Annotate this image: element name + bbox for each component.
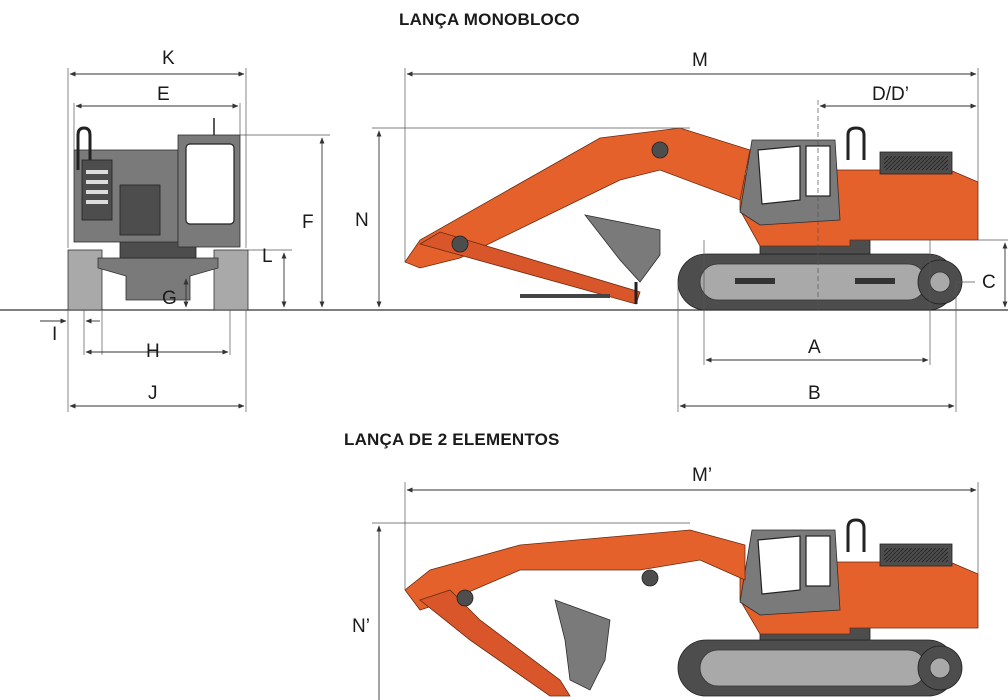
side-view-monobloc-excavator	[404, 126, 979, 311]
side-view-two-piece-excavator	[404, 518, 979, 697]
label-A: A	[808, 337, 821, 358]
label-K: K	[162, 48, 175, 69]
label-L: L	[262, 246, 273, 267]
label-F: F	[302, 212, 314, 233]
front-view-dimensions: K E F L G I H J	[40, 48, 330, 412]
label-N: N	[355, 210, 369, 231]
side-bucket	[584, 214, 661, 283]
title-two-piece-boom: LANÇA DE 2 ELEMENTOS	[344, 430, 560, 449]
front-left-track	[67, 249, 103, 311]
two-piece-bucket	[554, 599, 611, 691]
side-arm	[418, 231, 641, 305]
label-B: B	[808, 383, 821, 404]
label-H: H	[146, 341, 160, 362]
front-right-track	[213, 249, 249, 311]
label-M2: M’	[692, 465, 712, 486]
front-handrail	[76, 126, 92, 170]
label-E: E	[157, 84, 170, 105]
label-C: C	[982, 272, 996, 293]
title-monobloc-boom: LANÇA MONOBLOCO	[399, 10, 580, 29]
label-I: I	[52, 324, 57, 345]
side-boom	[404, 127, 751, 269]
label-G: G	[162, 288, 177, 309]
two-piece-dimensions: M’ N’	[352, 465, 979, 700]
label-DD: D/D’	[872, 84, 909, 105]
label-M: M	[692, 50, 708, 71]
two-piece-arm	[419, 589, 571, 697]
front-undercarriage	[97, 257, 219, 301]
label-J: J	[148, 383, 158, 404]
side-view-dimensions: M D/D’ N C A B	[355, 50, 1008, 412]
side-cab-window	[757, 145, 801, 205]
front-counterweight-detail	[119, 184, 161, 236]
label-N2: N’	[352, 616, 370, 637]
front-view-excavator	[67, 118, 249, 311]
front-cab-window	[185, 143, 235, 225]
